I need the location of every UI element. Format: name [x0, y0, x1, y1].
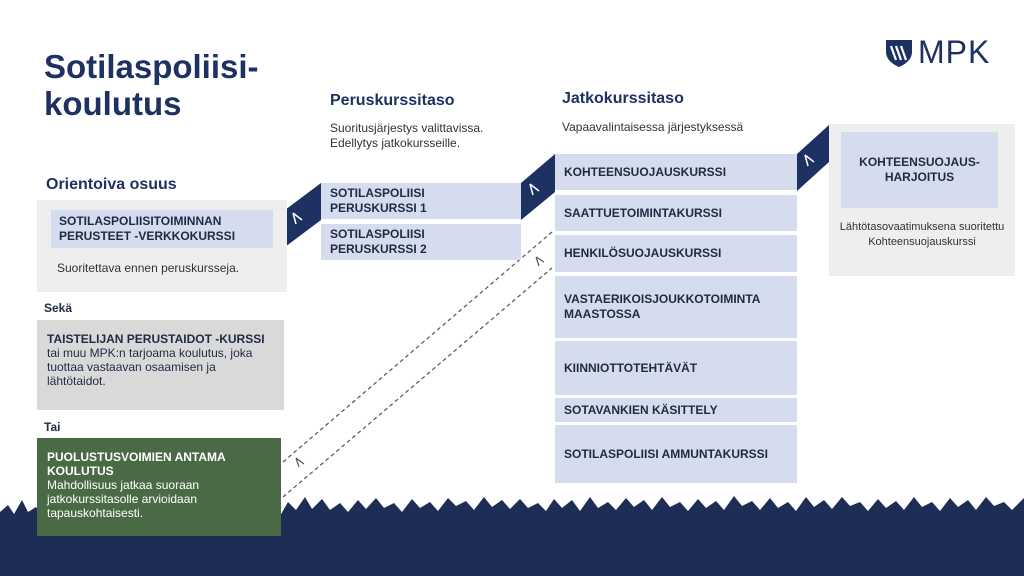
arrow-shape: [285, 183, 321, 247]
taistelija-title: TAISTELIJAN PERUSTAIDOT -KURSSI: [47, 332, 274, 346]
course-vastaerikoisjoukko: VASTAERIKOISJOUKKOTOIMINTA MAASTOSSA: [555, 276, 797, 338]
taistelija-text: tai muu MPK:n tarjoama koulutus, joka tu…: [47, 346, 274, 388]
orientation-panel: SOTILASPOLIISITOIMINNAN PERUSTEET -VERKK…: [37, 200, 287, 292]
course-saattuetoiminta: SAATTUETOIMINTAKURSSI: [555, 195, 797, 231]
course-henkilosuojaus: HENKILÖSUOJAUSKURSSI: [555, 235, 797, 272]
course-peruskurssi-1: SOTILASPOLIISI PERUSKURSSI 1: [321, 183, 521, 219]
puolustus-text: Mahdollisuus jatkaa suoraan jatkokurssit…: [47, 478, 271, 520]
course-ammuntakurssi: SOTILASPOLIISI AMMUNTAKURSSI: [555, 425, 797, 483]
chevron-icon: [536, 257, 544, 266]
course-peruskurssi-2: SOTILASPOLIISI PERUSKURSSI 2: [321, 224, 521, 260]
connector-seka: Sekä: [44, 301, 72, 315]
arrow-shape: [797, 125, 829, 191]
puolustus-title: PUOLUSTUSVOIMIEN ANTAMA KOULUTUS: [47, 450, 271, 478]
orientation-heading: Orientoiva osuus: [46, 176, 177, 194]
course-kiinniotto: KIINNIOTTOTEHTÄVÄT: [555, 341, 797, 395]
arrow-shape: [521, 154, 555, 220]
course-sotavankien-kasittely: SOTAVANKIEN KÄSITTELY: [555, 398, 797, 422]
orientation-note: Suoritettava ennen peruskursseja.: [57, 261, 239, 275]
connector-tai: Tai: [44, 420, 60, 434]
target-label: KOHTEENSUOJAUS-HARJOITUS: [841, 132, 998, 208]
puolustus-box: PUOLUSTUSVOIMIEN ANTAMA KOULUTUS Mahdoll…: [37, 438, 281, 536]
dashed-connector: [283, 268, 552, 497]
course-verkkokurssi: SOTILASPOLIISITOIMINNAN PERUSTEET -VERKK…: [51, 210, 273, 248]
chevron-icon: [296, 458, 304, 467]
taistelija-box: TAISTELIJAN PERUSTAIDOT -KURSSI tai muu …: [37, 320, 284, 410]
target-panel: KOHTEENSUOJAUS-HARJOITUS Lähtötasovaatim…: [829, 124, 1015, 276]
course-kohteensuojaus: KOHTEENSUOJAUSKURSSI: [555, 154, 797, 190]
target-note: Lähtötasovaatimuksena suoritettu Kohteen…: [837, 220, 1007, 250]
dashed-connector: [283, 232, 552, 462]
